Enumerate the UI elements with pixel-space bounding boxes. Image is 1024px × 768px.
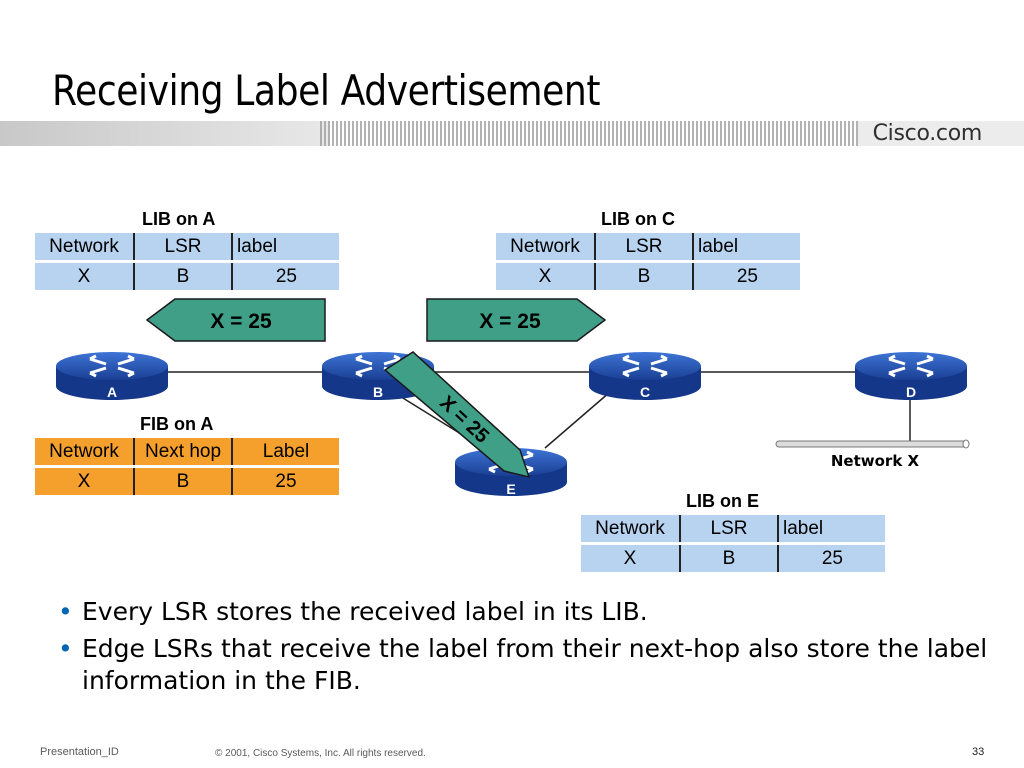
- bullet-dot-icon: •: [58, 597, 73, 626]
- cisco-logo: Cisco.com: [872, 121, 983, 146]
- lib-e-table: Network LSR label X B 25: [581, 515, 885, 572]
- lib-c-header-lsr: LSR: [595, 233, 694, 263]
- arrow-label-to-a: X = 25: [145, 298, 326, 342]
- fib-a-header-label: Label: [232, 438, 339, 468]
- header-banner: [0, 121, 1024, 146]
- fib-a-cell-network: X: [35, 466, 135, 495]
- network-x-segment: [775, 439, 970, 449]
- fib-a-caption: FIB on A: [140, 414, 214, 434]
- lib-a-cell-label: 25: [232, 261, 339, 290]
- router-label-e: E: [506, 481, 515, 497]
- fib-a-table: Network Next hop Label X B 25: [35, 438, 339, 495]
- lib-c-table: Network LSR label X B 25: [496, 233, 800, 290]
- footer-page-number: 33: [972, 746, 985, 758]
- router-label-d: D: [906, 384, 916, 400]
- lib-c-header-network: Network: [496, 233, 596, 263]
- footer-presentation-id: Presentation_ID: [40, 746, 119, 758]
- lib-c-cell-label: 25: [693, 261, 800, 290]
- arrow-label-to-c: X = 25: [426, 298, 607, 342]
- bullet-item: • Edge LSRs that receive the label from …: [58, 633, 998, 698]
- slide-title: Receiving Label Advertisement: [52, 66, 601, 115]
- fib-a-header-next-hop: Next hop: [134, 438, 233, 468]
- lib-c-header-label: label: [693, 233, 800, 263]
- bullet-dot-icon: •: [58, 633, 73, 663]
- link-c-e: [544, 391, 611, 449]
- bullet-text: Edge LSRs that receive the label from th…: [82, 633, 988, 696]
- arrow-label-to-e: X = 25: [383, 351, 531, 479]
- lib-a-header-lsr: LSR: [134, 233, 233, 263]
- lib-a-table: Network LSR label X B 25: [35, 233, 339, 290]
- bullet-item: • Every LSR stores the received label in…: [58, 596, 998, 629]
- lib-e-cell-network: X: [581, 543, 681, 572]
- arrow-text-to-c: X = 25: [479, 310, 541, 333]
- router-label-a: A: [107, 384, 117, 400]
- lib-c-cell-lsr: B: [595, 261, 694, 290]
- lib-e-header-network: Network: [581, 515, 681, 545]
- lib-e-cell-lsr: B: [680, 543, 779, 572]
- arrow-text-to-a: X = 25: [210, 310, 272, 333]
- lib-a-header-label: label: [232, 233, 339, 263]
- lib-a-header-network: Network: [35, 233, 135, 263]
- lib-e-header-lsr: LSR: [680, 515, 779, 545]
- bullet-list: • Every LSR stores the received label in…: [58, 596, 998, 702]
- fib-a-cell-next-hop: B: [134, 466, 233, 495]
- lib-a-cell-network: X: [35, 261, 135, 290]
- lib-e-caption: LIB on E: [686, 491, 759, 511]
- network-x-label: Network X: [831, 452, 920, 470]
- footer-copyright: © 2001, Cisco Systems, Inc. All rights r…: [215, 748, 426, 759]
- lib-e-header-label: label: [778, 515, 885, 545]
- router-label-b: B: [373, 384, 383, 400]
- fib-a-cell-label: 25: [232, 466, 339, 495]
- lib-c-caption: LIB on C: [601, 209, 675, 229]
- lib-c-cell-network: X: [496, 261, 596, 290]
- lib-e-cell-label: 25: [778, 543, 885, 572]
- router-label-c: C: [640, 384, 650, 400]
- fib-a-header-network: Network: [35, 438, 135, 468]
- lib-a-caption: LIB on A: [142, 209, 216, 229]
- lib-a-cell-lsr: B: [134, 261, 233, 290]
- bullet-text: Every LSR stores the received label in i…: [82, 597, 648, 626]
